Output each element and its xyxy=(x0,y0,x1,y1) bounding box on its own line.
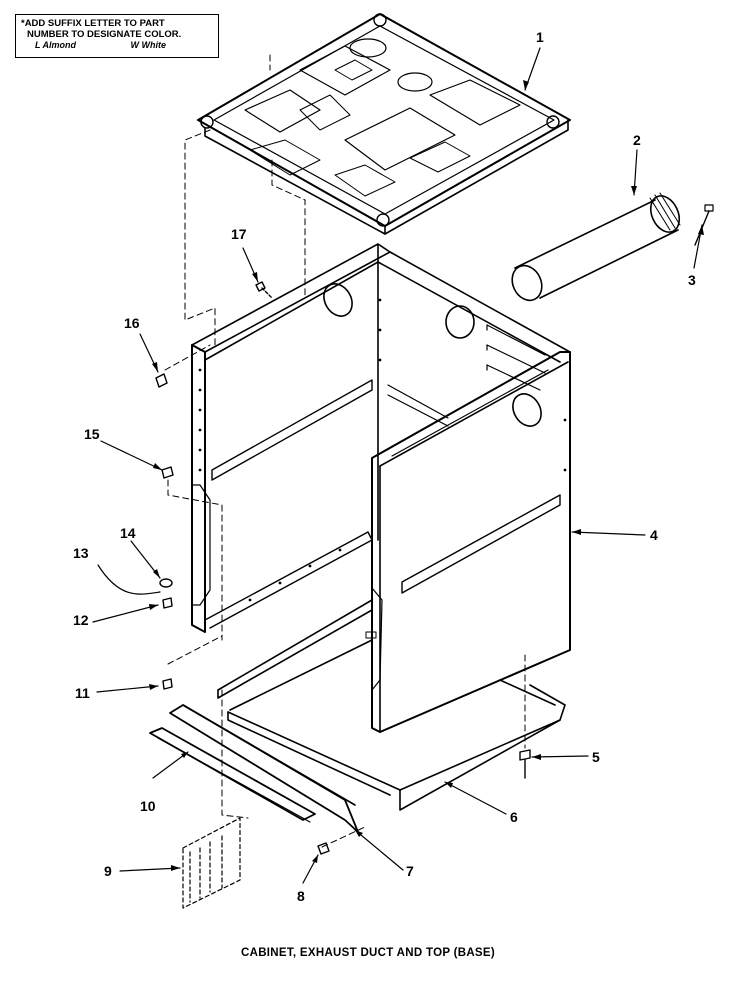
part-10-trim-strip xyxy=(149,727,316,823)
part-3-screw xyxy=(694,204,714,246)
note-color-almond: L Almond xyxy=(35,40,76,50)
alignment-lines xyxy=(164,54,526,848)
callout-11: 11 xyxy=(75,685,90,701)
callout-5: 5 xyxy=(592,749,600,765)
callout-8: 8 xyxy=(297,888,305,904)
hardware xyxy=(97,281,531,855)
part-7-toe-panel xyxy=(169,704,359,833)
note-line-1: *ADD SUFFIX LETTER TO PART xyxy=(21,18,165,29)
callout-3: 3 xyxy=(688,272,696,288)
note-line-2: NUMBER TO DESIGNATE COLOR. xyxy=(27,29,182,40)
callout-9: 9 xyxy=(104,863,112,879)
callout-12: 12 xyxy=(73,612,89,628)
leader-arrowheads xyxy=(149,80,704,871)
callout-15: 15 xyxy=(84,426,100,442)
diagram-caption: CABINET, EXHAUST DUCT AND TOP (BASE) xyxy=(240,947,496,959)
callout-10: 10 xyxy=(140,798,156,814)
part-4-cabinet xyxy=(191,243,571,811)
callout-2: 2 xyxy=(633,132,641,148)
leader-lines xyxy=(92,47,703,884)
callout-17: 17 xyxy=(231,226,247,242)
part-1-top-panel xyxy=(197,13,571,235)
callout-1: 1 xyxy=(536,29,544,45)
callout-14: 14 xyxy=(120,525,136,541)
note-line-3: L Almond W White xyxy=(21,40,213,51)
callout-16: 16 xyxy=(124,315,140,331)
callout-7: 7 xyxy=(406,863,414,879)
part-2-exhaust-duct xyxy=(511,192,681,302)
callout-6: 6 xyxy=(510,809,518,825)
color-suffix-note: *ADD SUFFIX LETTER TO PART NUMBER TO DES… xyxy=(15,14,219,58)
callout-4: 4 xyxy=(650,527,658,543)
note-color-white: W White xyxy=(130,40,167,50)
part-9-bracket xyxy=(182,817,241,909)
callout-13: 13 xyxy=(73,545,89,561)
